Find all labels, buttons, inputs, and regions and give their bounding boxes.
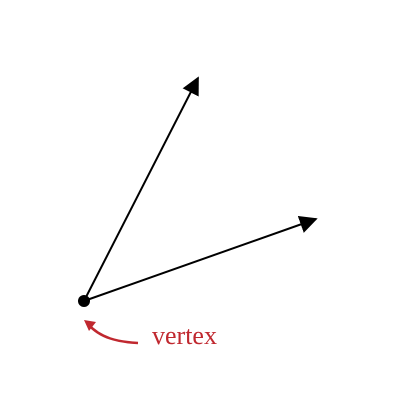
ray-upper <box>83 76 199 302</box>
ray-lower <box>83 215 318 302</box>
vertex-point <box>78 295 90 307</box>
vertex-label: vertex <box>152 321 217 350</box>
curved-arrow-icon <box>84 320 139 345</box>
